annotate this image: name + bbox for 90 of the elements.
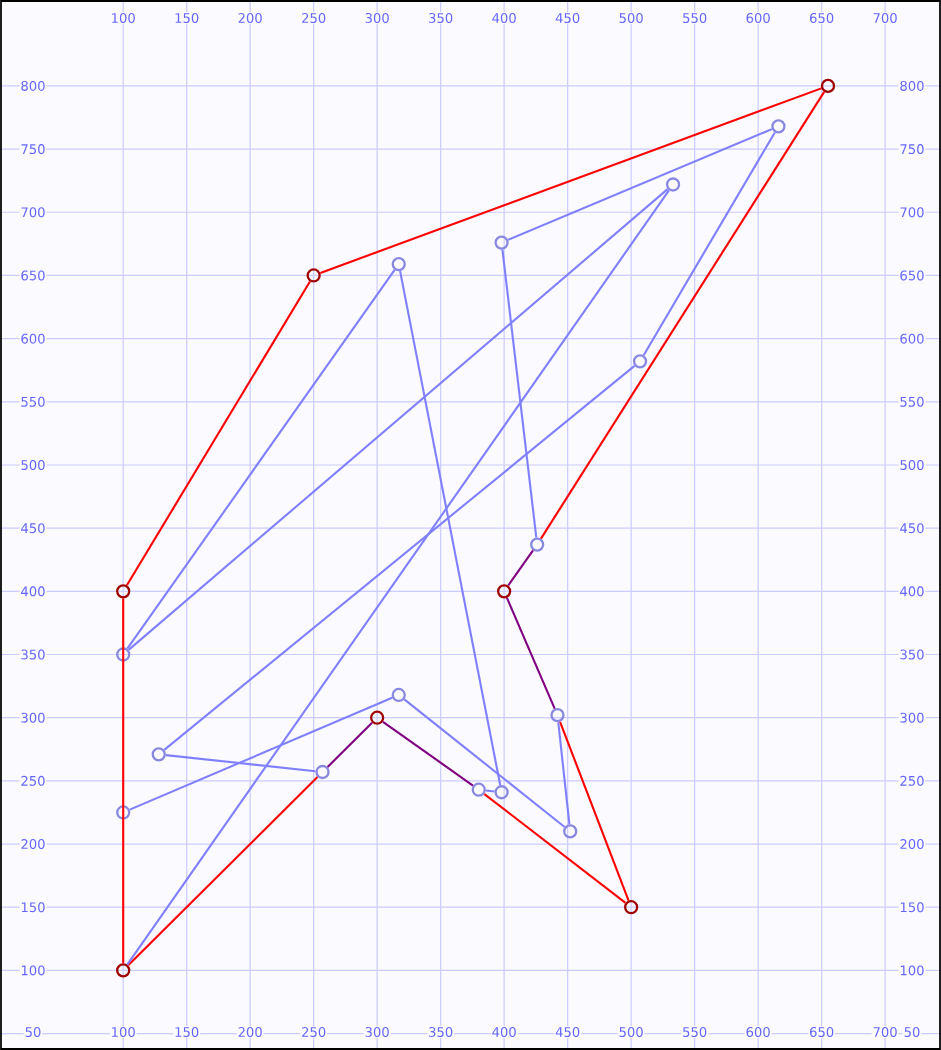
tick-label: 800 xyxy=(19,80,47,92)
point-marker xyxy=(391,687,406,703)
line xyxy=(129,696,393,811)
tick-label: 650 xyxy=(808,12,836,24)
line xyxy=(501,249,538,538)
tick-label: 700 xyxy=(871,1026,899,1038)
tick-label: 450 xyxy=(554,1026,582,1038)
point-marker xyxy=(391,256,406,272)
point-marker xyxy=(116,963,131,978)
line xyxy=(399,270,502,786)
tick-label: 150 xyxy=(19,901,47,914)
tick-label: 400 xyxy=(490,12,518,24)
line xyxy=(642,131,776,356)
line xyxy=(382,720,474,787)
tick-label: 200 xyxy=(236,1026,264,1038)
tick-label: 400 xyxy=(898,585,926,598)
tick-label: 250 xyxy=(300,12,328,24)
tick-label: 50 xyxy=(23,1026,43,1038)
tick-label: 400 xyxy=(19,585,47,598)
tick-label: 150 xyxy=(898,901,926,914)
line xyxy=(507,128,773,241)
point-marker xyxy=(820,78,836,94)
point-marker xyxy=(563,824,578,839)
point-marker xyxy=(530,537,545,552)
tick-label: 550 xyxy=(681,12,709,24)
tick-label: 550 xyxy=(681,1026,709,1038)
point-marker xyxy=(494,235,509,250)
tick-label: 750 xyxy=(898,143,926,155)
tick-label: 450 xyxy=(19,522,47,534)
tick-label: 200 xyxy=(898,838,926,850)
point-marker xyxy=(151,747,166,762)
tick-label: 200 xyxy=(19,838,47,850)
line xyxy=(557,722,571,825)
line xyxy=(122,598,125,964)
line xyxy=(127,188,669,651)
line xyxy=(485,789,495,793)
line xyxy=(403,698,566,828)
point-marker xyxy=(497,584,512,599)
tick-label: 300 xyxy=(363,1026,391,1038)
line xyxy=(126,269,396,650)
line xyxy=(326,722,373,768)
tick-label: 50 xyxy=(902,1026,922,1038)
point-marker xyxy=(550,708,565,723)
tick-label: 450 xyxy=(554,12,582,24)
point-marker xyxy=(632,354,648,369)
tick-label: 100 xyxy=(109,1026,137,1038)
line xyxy=(506,597,556,709)
tick-label: 700 xyxy=(871,12,899,24)
tick-label: 700 xyxy=(898,206,926,219)
line xyxy=(320,87,822,274)
tick-label: 350 xyxy=(427,12,455,24)
tick-label: 600 xyxy=(744,1026,772,1038)
tick-label: 600 xyxy=(744,12,772,24)
line xyxy=(163,365,636,751)
point-marker xyxy=(116,647,131,662)
tick-label: 150 xyxy=(173,12,201,24)
point-marker xyxy=(306,268,321,283)
tick-label: 450 xyxy=(898,522,926,534)
point-marker xyxy=(771,119,786,134)
tick-label: 350 xyxy=(427,1026,455,1038)
line xyxy=(126,189,670,966)
tick-label: 100 xyxy=(109,12,137,24)
line xyxy=(127,776,319,967)
point-marker xyxy=(315,764,330,780)
tick-label: 400 xyxy=(490,1026,518,1038)
tick-label: 300 xyxy=(363,12,391,24)
tick-label: 800 xyxy=(898,80,926,92)
point-marker xyxy=(471,782,486,797)
line xyxy=(507,549,534,587)
tick-label: 150 xyxy=(173,1026,201,1038)
line xyxy=(559,721,630,901)
tick-label: 650 xyxy=(808,1026,836,1038)
tick-label: 500 xyxy=(898,459,926,471)
tick-label: 250 xyxy=(300,1026,328,1038)
point-marker xyxy=(624,900,639,915)
point-marker xyxy=(116,805,131,820)
tick-label: 200 xyxy=(236,12,264,24)
line xyxy=(540,91,826,540)
line xyxy=(165,754,316,773)
line xyxy=(483,793,627,904)
point-marker xyxy=(370,710,385,725)
point-marker xyxy=(116,584,131,599)
tick-label: 700 xyxy=(19,206,47,219)
tick-label: 750 xyxy=(19,143,47,155)
line xyxy=(126,281,311,586)
tick-label: 500 xyxy=(19,459,47,471)
tick-label: 500 xyxy=(617,12,645,24)
tick-label: 500 xyxy=(617,1026,645,1038)
point-marker xyxy=(665,177,681,192)
point-marker xyxy=(494,785,509,800)
